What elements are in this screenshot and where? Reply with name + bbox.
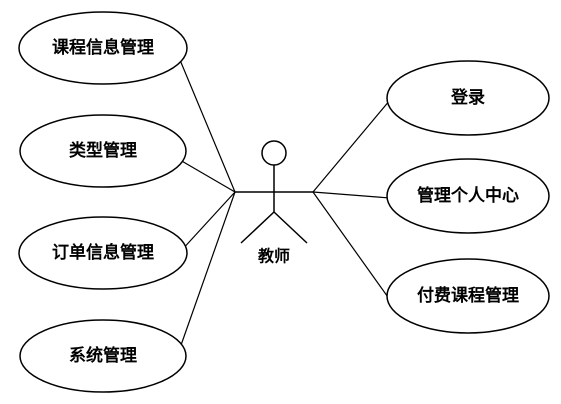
use-case-course-info-management[interactable]: 课程信息管理 — [18, 11, 188, 85]
association-line-personal-center — [312, 191, 391, 199]
use-case-ellipse[interactable] — [19, 114, 187, 188]
use-case-label: 类型管理 — [69, 140, 137, 161]
use-case-label: 付费课程管理 — [417, 285, 519, 306]
left-associations — [179, 59, 236, 349]
use-case-label: 系统管理 — [69, 345, 137, 366]
use-case-type-management[interactable]: 类型管理 — [19, 114, 187, 188]
use-case-label: 课程信息管理 — [52, 37, 154, 58]
association-line-order-info — [179, 191, 236, 253]
association-line-login — [312, 99, 391, 193]
association-line-course-info — [179, 59, 236, 193]
right-associations — [312, 99, 391, 301]
use-case-order-info-management[interactable]: 订单信息管理 — [18, 216, 188, 290]
association-line-system — [179, 191, 236, 349]
use-case-label: 登录 — [450, 87, 485, 108]
use-case-ellipse[interactable] — [386, 258, 550, 334]
use-case-label: 管理个人中心 — [417, 185, 519, 206]
actor-head — [261, 140, 287, 166]
actor-left-leg — [240, 211, 275, 244]
actor-figure: 教师 — [235, 140, 313, 266]
use-case-ellipse[interactable] — [386, 158, 550, 234]
use-case-personal-center-management[interactable]: 管理个人中心 — [386, 158, 550, 234]
use-case-ellipse[interactable] — [18, 216, 188, 290]
use-case-paid-course-management[interactable]: 付费课程管理 — [386, 258, 550, 334]
actor-label: 教师 — [258, 247, 290, 266]
use-case-label: 订单信息管理 — [52, 242, 154, 263]
association-line-paid-course — [312, 191, 391, 301]
use-case-login[interactable]: 登录 — [386, 60, 550, 136]
use-case-ellipse[interactable] — [386, 60, 550, 136]
actor-right-leg — [273, 211, 308, 244]
association-line-type — [179, 159, 236, 193]
use-case-system-management[interactable]: 系统管理 — [19, 319, 187, 393]
use-case-ellipse[interactable] — [18, 11, 188, 85]
use-case-ellipse[interactable] — [19, 319, 187, 393]
